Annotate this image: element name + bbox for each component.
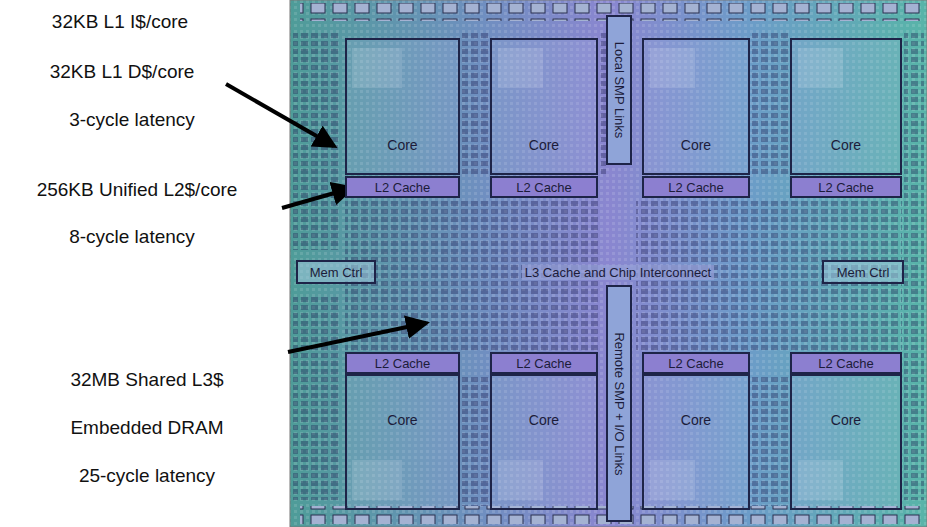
core-block: Core <box>345 374 460 510</box>
core-block: Core <box>345 38 460 175</box>
block-label: Remote SMP + I/O Links <box>612 332 627 475</box>
spec-label: 3-cycle latency <box>69 109 195 131</box>
block-label: Core <box>387 137 417 153</box>
block-label: L2 Cache <box>668 356 724 371</box>
leader-arrow <box>226 84 334 146</box>
block-label: Core <box>529 137 559 153</box>
memory-controller: Mem Ctrl <box>296 260 376 284</box>
memory-controller: Mem Ctrl <box>822 260 904 284</box>
l2-cache-block: L2 Cache <box>642 352 750 374</box>
spec-label: 256KB Unified L2$/core <box>37 179 238 201</box>
block-label: L2 Cache <box>516 356 572 371</box>
block-label: Core <box>387 412 417 428</box>
cache-array <box>752 30 788 175</box>
leader-arrow <box>282 188 352 208</box>
block-label: L2 Cache <box>375 180 431 195</box>
block-label: L3 Cache and Chip Interconnect <box>522 265 714 280</box>
core-block: Core <box>642 38 750 175</box>
block-label: Core <box>681 137 711 153</box>
leader-arrow <box>288 323 426 352</box>
l3-region: L3 Cache and Chip Interconnect <box>430 261 806 283</box>
block-label: L2 Cache <box>668 180 724 195</box>
block-label: Core <box>529 412 559 428</box>
block-label: Core <box>831 412 861 428</box>
cache-array <box>462 30 488 175</box>
spec-label: 25-cycle latency <box>79 465 215 487</box>
block-label: L2 Cache <box>516 180 572 195</box>
block-label: Local SMP Links <box>612 42 627 139</box>
l2-cache-block: L2 Cache <box>345 176 460 198</box>
die-ground <box>290 0 927 527</box>
l2-cache-block: L2 Cache <box>790 176 902 198</box>
spec-label: 32KB L1 D$/core <box>50 61 195 83</box>
die-outline <box>290 0 927 527</box>
block-label: Mem Ctrl <box>837 265 890 280</box>
l2-cache-block: L2 Cache <box>490 176 598 198</box>
core-block: Core <box>490 38 598 175</box>
core-block: Core <box>790 38 902 175</box>
cache-array <box>293 30 341 250</box>
l2-cache-block: L2 Cache <box>790 352 902 374</box>
link-strip: Remote SMP + I/O Links <box>606 285 632 522</box>
block-label: Core <box>681 412 711 428</box>
block-label: Core <box>831 137 861 153</box>
l2-cache-block: L2 Cache <box>345 352 460 374</box>
spec-label: 8-cycle latency <box>69 226 195 248</box>
block-label: Mem Ctrl <box>310 265 363 280</box>
block-label: L2 Cache <box>818 356 874 371</box>
spec-label: 32KB L1 I$/core <box>52 11 188 33</box>
spec-label: Embedded DRAM <box>70 417 223 439</box>
block-label: L2 Cache <box>818 180 874 195</box>
cache-array <box>752 374 788 506</box>
l2-cache-block: L2 Cache <box>642 176 750 198</box>
link-strip: Local SMP Links <box>606 15 632 165</box>
core-block: Core <box>642 374 750 510</box>
spec-label: 32MB Shared L3$ <box>70 369 223 391</box>
l2-cache-block: L2 Cache <box>490 352 598 374</box>
cache-array <box>293 295 341 500</box>
die-texture <box>290 0 927 527</box>
core-block: Core <box>490 374 598 510</box>
cache-array <box>462 374 488 506</box>
cache-array <box>904 30 924 500</box>
core-block: Core <box>790 374 902 510</box>
block-label: L2 Cache <box>375 356 431 371</box>
